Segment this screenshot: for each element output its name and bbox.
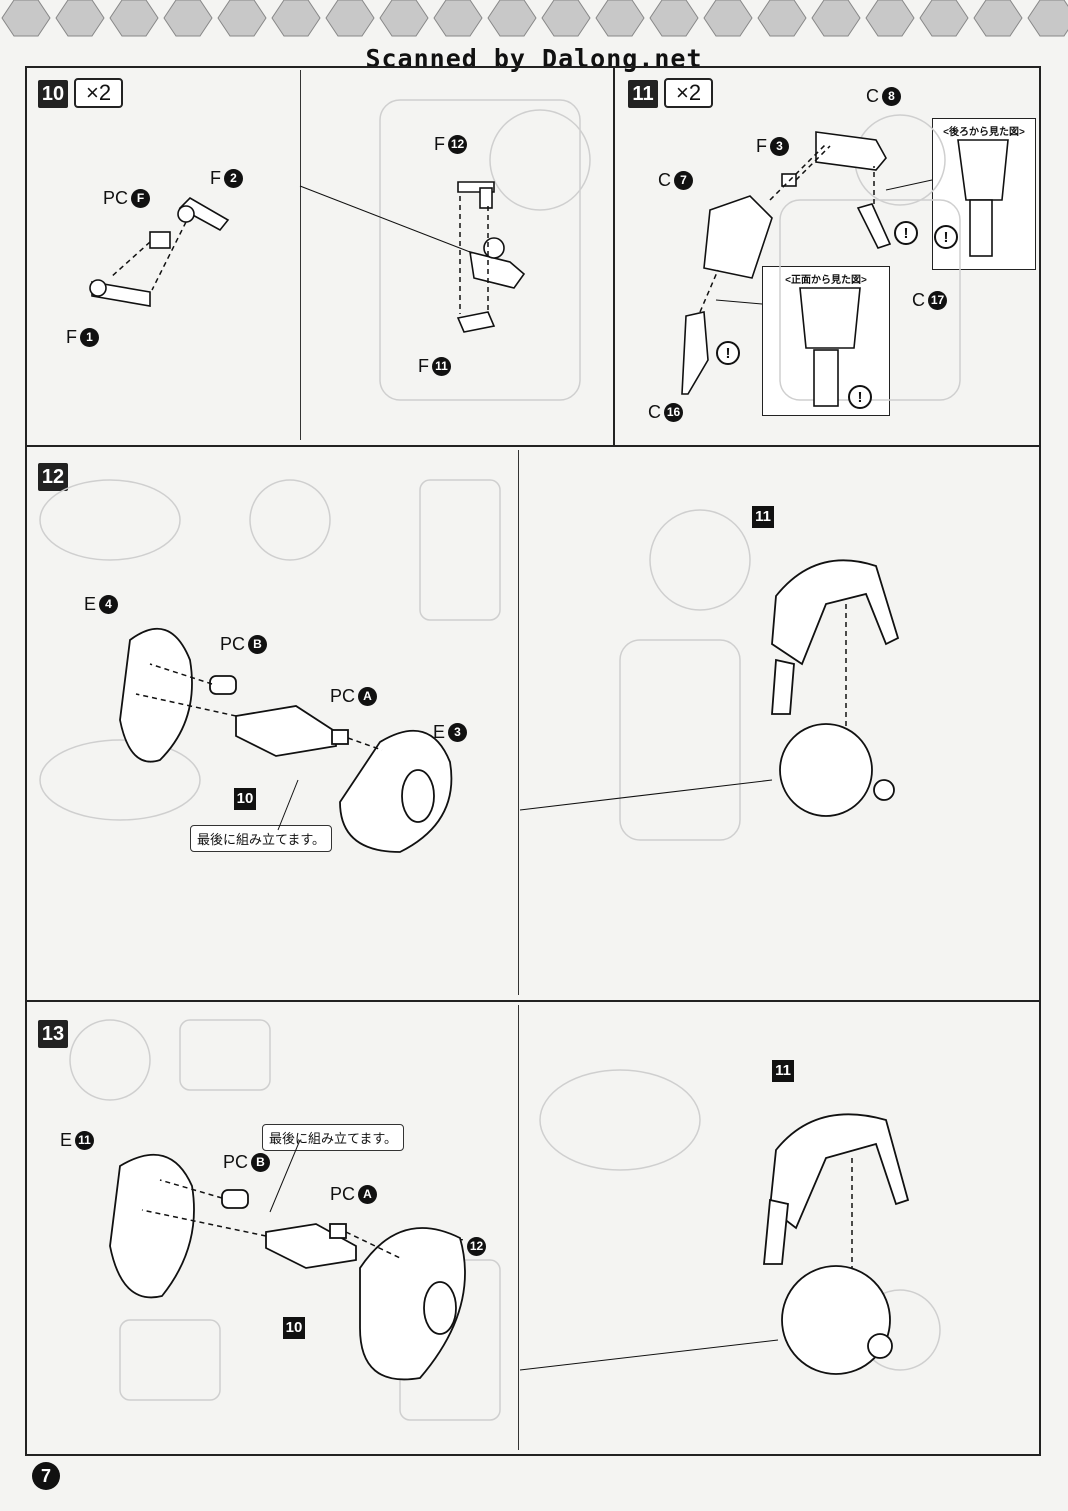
ref-part-11-step12: 11 bbox=[752, 506, 774, 528]
pc-f-part bbox=[149, 231, 171, 249]
step-11-number: 11 bbox=[628, 80, 658, 108]
e12-half-sphere bbox=[359, 1227, 466, 1381]
c16-part bbox=[681, 311, 709, 395]
step-11-multiplier: ×2 bbox=[664, 78, 714, 108]
divider-thin-12 bbox=[518, 450, 519, 995]
pc-b-part-13 bbox=[221, 1189, 249, 1209]
c7-part bbox=[703, 195, 773, 279]
step-12-number: 12 bbox=[38, 463, 68, 491]
divider-thin-10 bbox=[300, 70, 301, 440]
part-11-helmet-12 bbox=[771, 559, 900, 666]
e3-half-sphere bbox=[339, 729, 453, 853]
pc-a-part bbox=[331, 729, 349, 745]
pc-b-part bbox=[209, 675, 237, 695]
step-13-number: 13 bbox=[38, 1020, 68, 1048]
e11-half-sphere bbox=[109, 1153, 195, 1299]
step-10-number: 10 bbox=[38, 80, 68, 108]
pc-a-part-13 bbox=[329, 1223, 347, 1239]
svg-text:!: ! bbox=[904, 225, 909, 242]
frame-10-part bbox=[235, 705, 337, 757]
step-10-multiplier: ×2 bbox=[74, 78, 124, 108]
svg-text:!: ! bbox=[858, 389, 863, 406]
alert-icon-c17 bbox=[894, 221, 918, 245]
ref-part-10-step13: 10 bbox=[283, 1317, 305, 1339]
note-assemble-last-12: 最後に組み立てます。 bbox=[190, 825, 333, 852]
note-assemble-last-13: 最後に組み立てます。 bbox=[262, 1124, 405, 1151]
e4-half-sphere bbox=[119, 627, 193, 763]
assembled-ball-13 bbox=[781, 1265, 891, 1375]
alert-icon-back-view bbox=[934, 225, 958, 249]
hexagon-header-band bbox=[1, 0, 1068, 37]
divider-col-top bbox=[613, 66, 615, 446]
c8-part bbox=[815, 131, 887, 171]
svg-text:!: ! bbox=[726, 345, 731, 362]
alert-icon-c16 bbox=[716, 341, 740, 365]
ref-part-11-step13: 11 bbox=[772, 1060, 794, 1082]
part-11-helmet-13 bbox=[769, 1113, 910, 1230]
c17-part bbox=[856, 203, 892, 249]
assembled-ball-12 bbox=[779, 723, 873, 817]
alert-icon-front-view bbox=[848, 385, 872, 409]
scan-watermark: Scanned by Dalong.net bbox=[365, 44, 703, 73]
page-number-badge: 7 bbox=[32, 1462, 60, 1490]
ref-part-10-step12: 10 bbox=[234, 788, 256, 810]
divider-thin-13 bbox=[518, 1005, 519, 1450]
divider-row-1 bbox=[25, 445, 1041, 447]
svg-text:!: ! bbox=[944, 229, 949, 246]
instruction-frame bbox=[25, 66, 1041, 1456]
divider-row-2 bbox=[25, 1000, 1041, 1002]
